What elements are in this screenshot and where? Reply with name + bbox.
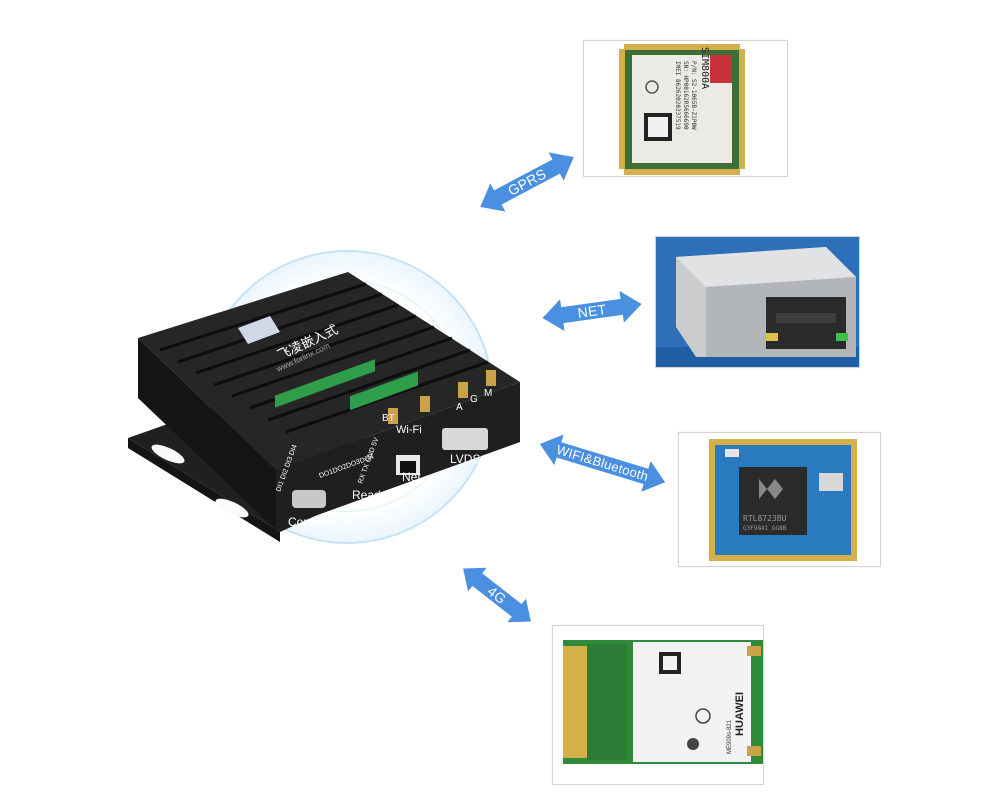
rtl-sub-label: G3F9841 GG8B [743, 525, 787, 532]
gprs-module-photo: SIM800A P/N: S2-1065B-Z1P0W SN: HP00162R… [583, 40, 788, 177]
rtl8723bu-module-image: RTL8723BU G3F9841 GG8B [709, 439, 857, 561]
antenna-m-label: M [484, 388, 492, 399]
double-arrow-icon [463, 567, 531, 623]
reader-label: Reader [352, 488, 391, 502]
lte-module-photo: HUAWEI ME909s-821 [552, 625, 764, 785]
console-label: Console [288, 515, 332, 529]
antenna-a-label: A [456, 402, 463, 413]
sim800a-sn: SN: HP00162R5666690 [682, 61, 689, 130]
gprs-arrow: GPRS [472, 152, 582, 212]
wifi-arrow: WIFI&Bluetooth [535, 428, 670, 498]
bt-label: BT [382, 413, 395, 424]
gateway-device: 飞凌嵌入式 www.forlinx.com Console Reader Net… [128, 272, 520, 542]
double-arrow-icon [539, 434, 666, 492]
lte-arrow: 4G [452, 560, 542, 630]
huawei-brand-label: HUAWEI [734, 692, 746, 736]
wifi-bluetooth-module-photo: RTL8723BU G3F9841 GG8B [678, 432, 881, 567]
double-arrow-icon [542, 290, 642, 332]
sim800a-imei: IMEI 86262020337519 [674, 61, 681, 130]
wifi-label: Wi-Fi [396, 424, 422, 436]
huawei-4g-module-image: HUAWEI ME909s-821 [563, 640, 763, 764]
net-label: Net [402, 470, 421, 484]
rtl-chip-label: RTL8723BU [743, 514, 787, 523]
lvds-label: LVDS [450, 452, 480, 466]
sim800a-pn: P/N: S2-1065B-Z1P0W [690, 61, 697, 130]
net-arrow: NET [540, 288, 644, 334]
sim800a-chip-label: SIM800A [699, 47, 710, 89]
net-module-photo [655, 236, 860, 368]
rj45-jack-image [656, 237, 859, 367]
huawei-model-label: ME909s-821 [727, 719, 733, 754]
double-arrow-icon [480, 152, 574, 212]
antenna-g-label: G [470, 394, 478, 405]
sim800a-module-image: SIM800A P/N: S2-1065B-Z1P0W SN: HP00162R… [619, 44, 745, 175]
